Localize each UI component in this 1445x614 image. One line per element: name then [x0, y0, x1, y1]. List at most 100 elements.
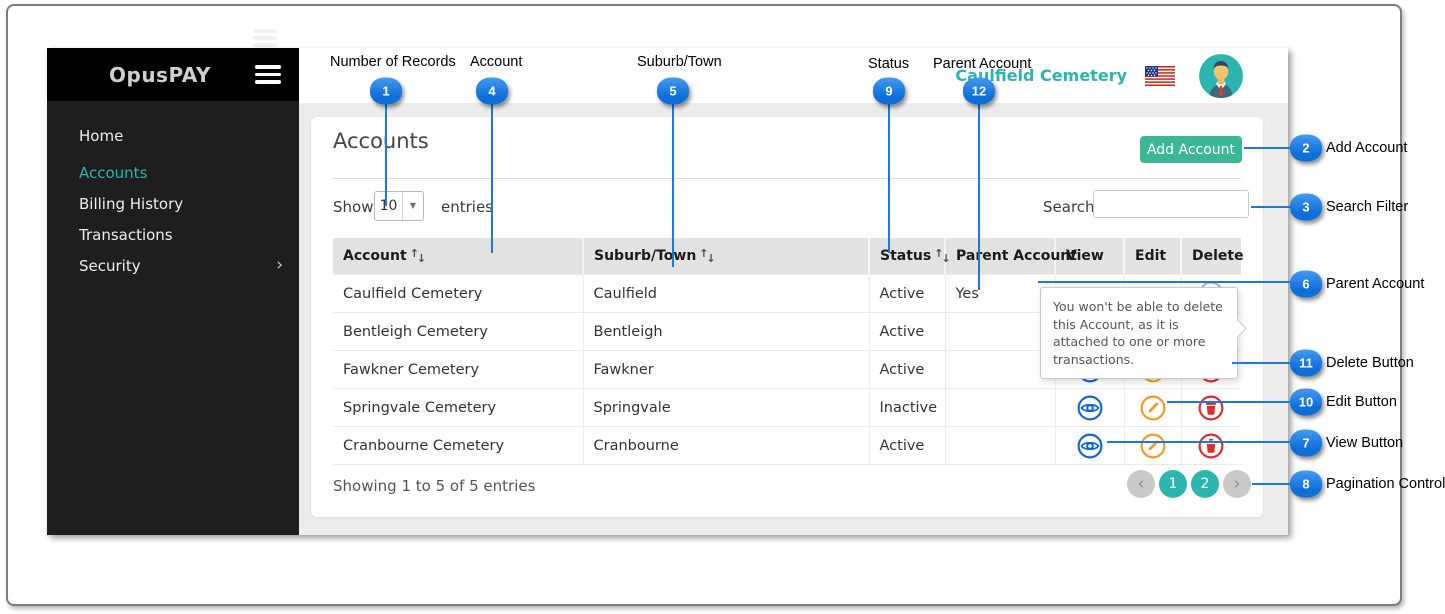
sidebar-item-label: Security: [79, 256, 141, 275]
callout-badge-5: 5: [657, 77, 689, 105]
current-account-name: Caulfield Cemetery: [955, 66, 1127, 85]
sort-icon: ↑↓: [934, 247, 951, 265]
cell-account: Springvale Cemetery: [333, 388, 583, 427]
edit-icon[interactable]: [1140, 395, 1166, 421]
callout-label-delete-button: Delete Button: [1326, 355, 1414, 371]
top-header: Caulfield Cemetery: [299, 48, 1288, 103]
sidebar-item-transactions[interactable]: Transactions: [47, 219, 299, 250]
callout-label-account: Account: [470, 54, 523, 70]
callout-badge-6: 6: [1290, 270, 1322, 298]
callout-line-5: [672, 103, 674, 267]
callout-line-11: [1232, 362, 1292, 364]
cell-suburb: Cranbourne: [582, 426, 869, 465]
table-row: Fawkner Cemetery Fawkner Active: [333, 350, 1241, 389]
callout-line-1: [385, 103, 387, 206]
sidebar-item-security[interactable]: Security ›: [47, 250, 299, 281]
col-header-suburb[interactable]: Suburb/Town↑↓: [582, 238, 869, 275]
col-header-parent-account[interactable]: Parent Account: [944, 238, 1077, 275]
sidebar-nav: Home Accounts Billing History Transactio…: [47, 101, 299, 281]
delete-icon[interactable]: [1198, 395, 1224, 421]
cell-suburb: Springvale: [582, 388, 869, 427]
search-input[interactable]: [1093, 190, 1249, 218]
col-header-delete: Delete: [1180, 238, 1244, 275]
add-account-button[interactable]: Add Account: [1140, 136, 1242, 163]
callout-line-8: [1252, 483, 1292, 485]
page-button-1[interactable]: 1: [1159, 470, 1187, 498]
us-flag-icon[interactable]: [1145, 65, 1175, 86]
cell-status: Active: [868, 274, 945, 313]
callout-label-suburb-town: Suburb/Town: [637, 54, 722, 70]
entries-per-page-select[interactable]: 10 ▼: [374, 191, 424, 221]
col-header-view: View: [1054, 238, 1124, 275]
entries-summary: Showing 1 to 5 of 5 entries: [333, 477, 536, 495]
callout-label-edit-button: Edit Button: [1326, 394, 1397, 410]
callout-badge-9: 9: [873, 77, 905, 105]
cell-account: Cranbourne Cemetery: [333, 426, 583, 465]
callout-line-3: [1251, 206, 1292, 208]
callout-line-6: [1038, 281, 1292, 283]
callout-line-7: [1107, 441, 1292, 443]
edit-icon[interactable]: [1140, 433, 1166, 459]
cell-status: Active: [868, 312, 945, 351]
callout-badge-12: 12: [963, 77, 995, 105]
dropdown-arrow-icon: ▼: [402, 192, 423, 220]
callout-label-search-filter: Search Filter: [1326, 199, 1409, 215]
divider: [333, 178, 1241, 179]
menu-icon[interactable]: [253, 29, 277, 50]
view-icon[interactable]: [1077, 395, 1103, 421]
next-page-button[interactable]: ›: [1223, 470, 1251, 498]
entries-per-page-value: 10: [379, 198, 398, 214]
cell-account: Caulfield Cemetery: [333, 274, 583, 313]
search-label: Search: [1043, 198, 1095, 216]
col-header-status[interactable]: Status↑↓: [868, 238, 951, 275]
view-icon[interactable]: [1077, 433, 1103, 459]
tooltip-arrow: [1228, 319, 1247, 338]
callout-label-status: Status: [868, 56, 910, 72]
cell-account: Bentleigh Cemetery: [333, 312, 583, 351]
page-button-2[interactable]: 2: [1191, 470, 1219, 498]
cell-status: Active: [868, 426, 945, 465]
callout-line-10: [1167, 401, 1292, 403]
callout-label-add-account: Add Account: [1326, 140, 1408, 156]
cell-suburb: Caulfield: [582, 274, 869, 313]
callout-label-pagination-control: Pagination Control: [1326, 476, 1445, 492]
hamburger-icon[interactable]: [255, 61, 281, 88]
callout-badge-8: 8: [1290, 470, 1322, 498]
app-window: OpusPAY Home Accounts Billing History Tr…: [47, 48, 1288, 535]
entries-label: entries: [441, 198, 493, 216]
sidebar-item-home[interactable]: Home: [47, 120, 299, 151]
avatar[interactable]: [1199, 53, 1243, 98]
cell-parent-account: [944, 388, 1055, 427]
sidebar-item-label: Transactions: [79, 225, 173, 244]
callout-badge-4: 4: [476, 77, 508, 105]
callout-line-9: [888, 103, 890, 253]
delete-icon[interactable]: [1198, 433, 1224, 459]
delete-tooltip: You won't be able to delete this Account…: [1040, 287, 1247, 379]
chevron-right-icon: ›: [276, 255, 283, 275]
cell-edit: [1123, 388, 1181, 427]
sidebar-item-billing-history[interactable]: Billing History: [47, 188, 299, 219]
prev-page-button[interactable]: ‹: [1127, 470, 1155, 498]
cell-delete: [1180, 426, 1241, 465]
callout-line-2: [1244, 147, 1292, 149]
callout-label-number-of-records: Number of Records: [330, 54, 456, 70]
cell-parent-account: Yes: [944, 274, 1055, 313]
cell-status: Inactive: [868, 388, 945, 427]
col-header-account[interactable]: Account↑↓: [333, 238, 583, 275]
callout-badge-10: 10: [1290, 388, 1322, 416]
sidebar-logo-bar: OpusPAY: [47, 48, 299, 101]
table-header-row: Account↑↓ Suburb/Town↑↓ Status↑↓ Parent …: [333, 238, 1244, 275]
app-logo: OpusPAY: [109, 62, 211, 87]
cell-view: [1054, 426, 1124, 465]
sidebar-item-accounts[interactable]: Accounts: [47, 157, 299, 188]
table-row: Springvale Cemetery Springvale Inactive: [333, 388, 1241, 427]
callout-badge-11: 11: [1290, 349, 1322, 377]
pagination: ‹ 1 2 ›: [1127, 470, 1251, 498]
cell-status: Active: [868, 350, 945, 389]
cell-suburb: Bentleigh: [582, 312, 869, 351]
accounts-table: Account↑↓ Suburb/Town↑↓ Status↑↓ Parent …: [333, 238, 1244, 465]
cell-edit: [1123, 426, 1181, 465]
sidebar-item-label: Accounts: [79, 163, 148, 182]
tooltip-text: You won't be able to delete this Account…: [1053, 299, 1223, 367]
